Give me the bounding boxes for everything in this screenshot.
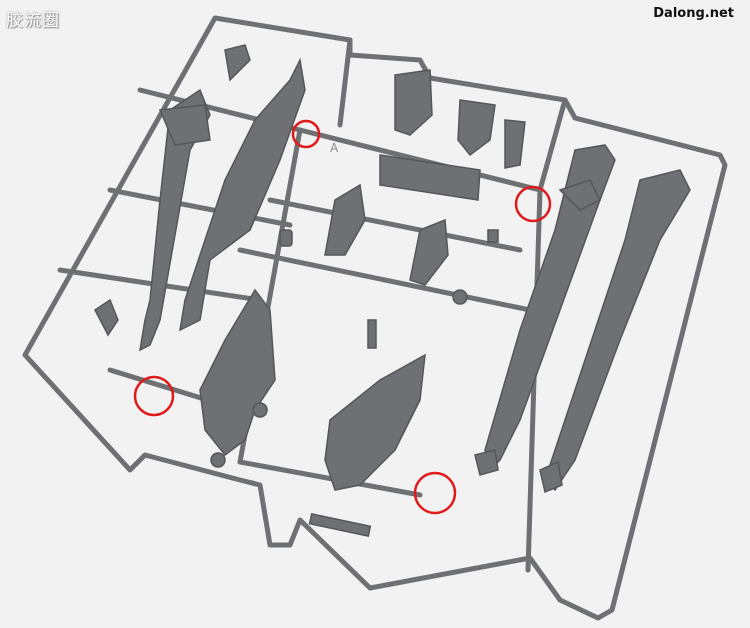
runner-gate-label: A: [330, 141, 339, 155]
blade-right: [409, 218, 449, 286]
connector-2: [367, 319, 377, 349]
barrel-part-4: [94, 298, 119, 337]
barrel-part-2: [224, 44, 251, 82]
gate-marker-right: [514, 185, 552, 223]
gate-marker-top: [291, 119, 321, 149]
wing-right: [324, 353, 426, 491]
barrel-part-8: [558, 179, 602, 211]
barrel-part-9: [474, 449, 499, 476]
barrel-part-3: [179, 57, 306, 332]
gate-marker-group: [133, 119, 552, 515]
blade-left: [324, 183, 366, 256]
blade-parts: [324, 183, 449, 286]
barrel-part-10: [539, 460, 563, 494]
connector-3: [452, 289, 468, 305]
handle-part-2: [457, 99, 496, 157]
barrel-part-6: [484, 144, 616, 472]
plate-part: [379, 154, 481, 201]
top-small-parts: [379, 69, 526, 201]
left-barrel-parts: [94, 44, 306, 352]
connector-5: [308, 512, 372, 538]
barrel-part-5: [158, 104, 211, 146]
gate-marker-bottom: [413, 471, 457, 515]
barrel-part-7: [544, 169, 691, 492]
barrel-part-1: [139, 88, 211, 352]
right-barrel-parts: [474, 144, 691, 494]
handle-part-1: [394, 69, 433, 136]
connector-4: [487, 229, 499, 243]
wing-parts: [199, 288, 426, 491]
watermark-right: Dalong.net: [653, 6, 734, 21]
wing-left-ring: [210, 452, 226, 468]
small-connector-parts: [279, 229, 499, 538]
wing-left-hole: [252, 402, 268, 418]
wing-left: [199, 288, 276, 457]
gate-marker-left: [133, 375, 175, 417]
watermark-left: 胶流圈: [6, 11, 60, 31]
connector-1: [279, 229, 293, 247]
handle-part-3: [504, 119, 526, 169]
